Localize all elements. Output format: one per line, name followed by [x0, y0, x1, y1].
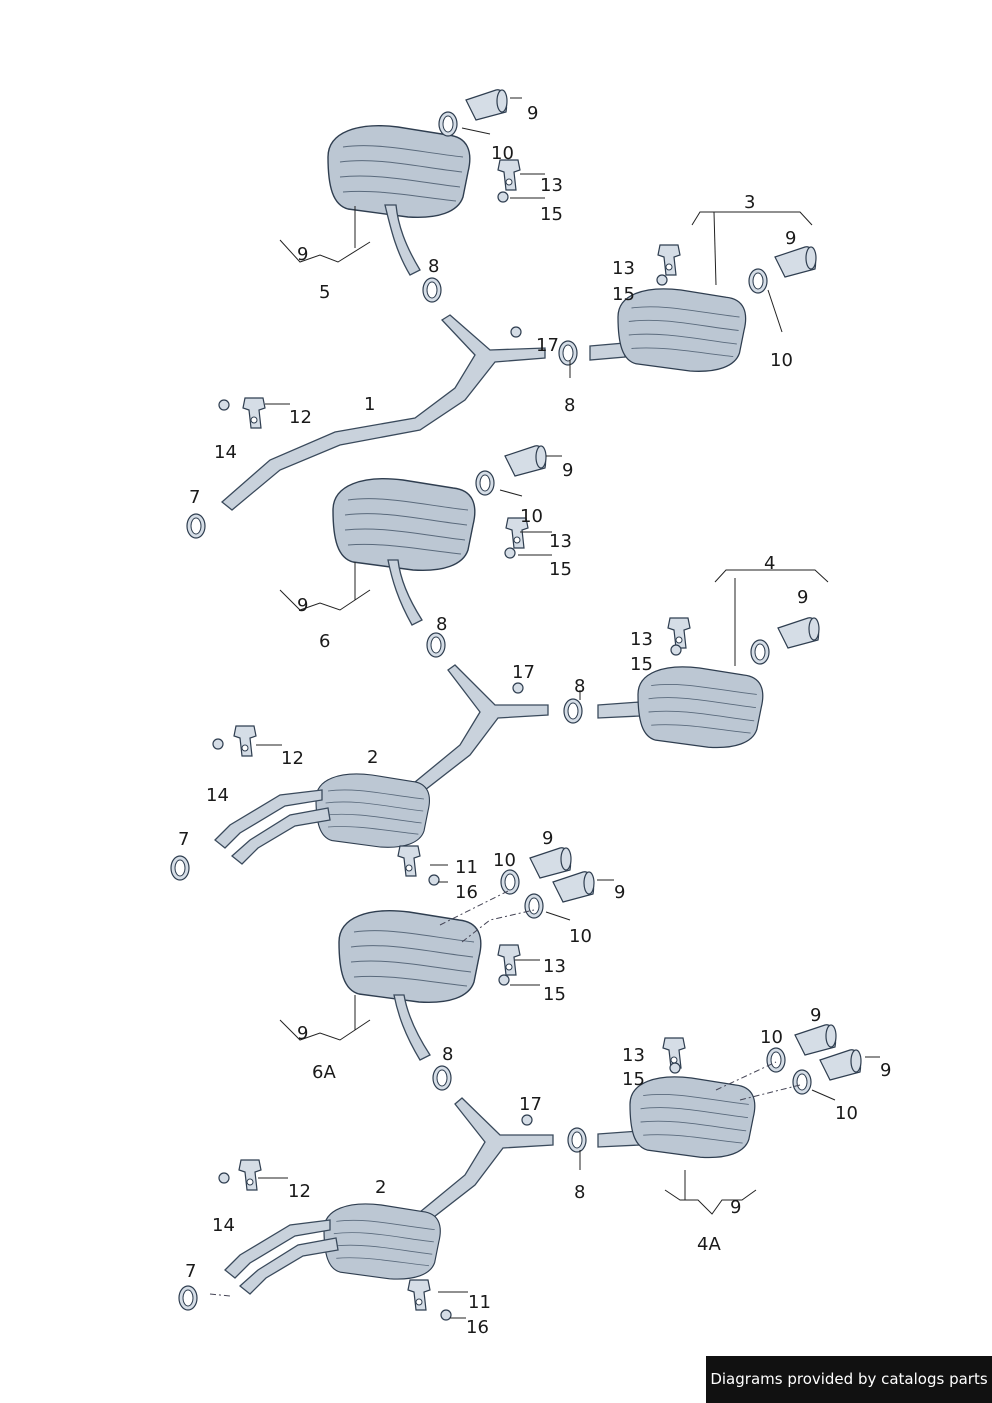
- callout-11: 11: [455, 857, 478, 878]
- callout-8: 8: [564, 395, 575, 416]
- callout-13: 13: [630, 629, 653, 650]
- callout-14: 14: [214, 442, 237, 463]
- callout-13: 13: [540, 175, 563, 196]
- callout-14: 14: [206, 785, 229, 806]
- callout-7: 7: [185, 1261, 196, 1282]
- callout-8: 8: [574, 1182, 585, 1203]
- callout-13: 13: [622, 1045, 645, 1066]
- callout-13: 13: [543, 956, 566, 977]
- callout-10: 10: [835, 1103, 858, 1124]
- callout-2: 2: [367, 747, 378, 768]
- callout-12: 12: [288, 1181, 311, 1202]
- callout-9: 9: [614, 882, 625, 903]
- callout-3: 3: [744, 192, 755, 213]
- callout-15: 15: [612, 284, 635, 305]
- callout-9: 9: [810, 1005, 821, 1026]
- callout-10: 10: [770, 350, 793, 371]
- callout-15: 15: [543, 984, 566, 1005]
- callout-15: 15: [630, 654, 653, 675]
- callout-9: 9: [562, 460, 573, 481]
- callout-8: 8: [428, 256, 439, 277]
- callout-16: 16: [455, 882, 478, 903]
- callout-12: 12: [289, 407, 312, 428]
- callout-4: 4: [764, 553, 775, 574]
- callout-8: 8: [436, 614, 447, 635]
- callout-9: 9: [542, 828, 553, 849]
- callout-6a: 6A: [312, 1062, 336, 1083]
- callout-13: 13: [549, 531, 572, 552]
- assembly-a: 9 10 13 15 9 5 8 3 13 15 9 10 17 8 1 12 …: [186, 89, 817, 539]
- callout-9-brace: 9: [730, 1197, 741, 1218]
- callout-7: 7: [189, 487, 200, 508]
- callout-17: 17: [519, 1094, 542, 1115]
- callout-8: 8: [442, 1044, 453, 1065]
- callout-9: 9: [527, 103, 538, 124]
- callout-9: 9: [880, 1060, 891, 1081]
- callout-14: 14: [212, 1215, 235, 1236]
- callout-4a: 4A: [697, 1234, 721, 1255]
- callout-13: 13: [612, 258, 635, 279]
- callout-9-brace: 9: [297, 244, 308, 265]
- assembly-b: 9 10 13 15 9 6 8 4 9 13 15 17 8 2 12 14 …: [170, 445, 829, 903]
- callout-17: 17: [512, 662, 535, 683]
- assembly-c: 9 10 9 10 13 15 9 6A 8 13 15 10 9 9 10 1…: [178, 828, 891, 1338]
- callout-9: 9: [797, 587, 808, 608]
- callout-15: 15: [622, 1069, 645, 1090]
- callout-12: 12: [281, 748, 304, 769]
- callout-9-brace: 9: [297, 1023, 308, 1044]
- callout-15: 15: [549, 559, 572, 580]
- callout-8: 8: [574, 676, 585, 697]
- callout-1: 1: [364, 394, 375, 415]
- callout-10: 10: [520, 506, 543, 527]
- callout-16: 16: [466, 1317, 489, 1338]
- callout-10: 10: [569, 926, 592, 947]
- callout-7: 7: [178, 829, 189, 850]
- callout-10: 10: [760, 1027, 783, 1048]
- callout-6: 6: [319, 631, 330, 652]
- callout-9-brace: 9: [297, 595, 308, 616]
- callout-11: 11: [468, 1292, 491, 1313]
- callout-17: 17: [536, 335, 559, 356]
- callout-10: 10: [491, 143, 514, 164]
- credit-banner: Diagrams provided by catalogs parts: [706, 1356, 992, 1403]
- callout-10: 10: [493, 850, 516, 871]
- callout-15: 15: [540, 204, 563, 225]
- callout-9: 9: [785, 228, 796, 249]
- callout-5: 5: [319, 282, 330, 303]
- callout-2: 2: [375, 1177, 386, 1198]
